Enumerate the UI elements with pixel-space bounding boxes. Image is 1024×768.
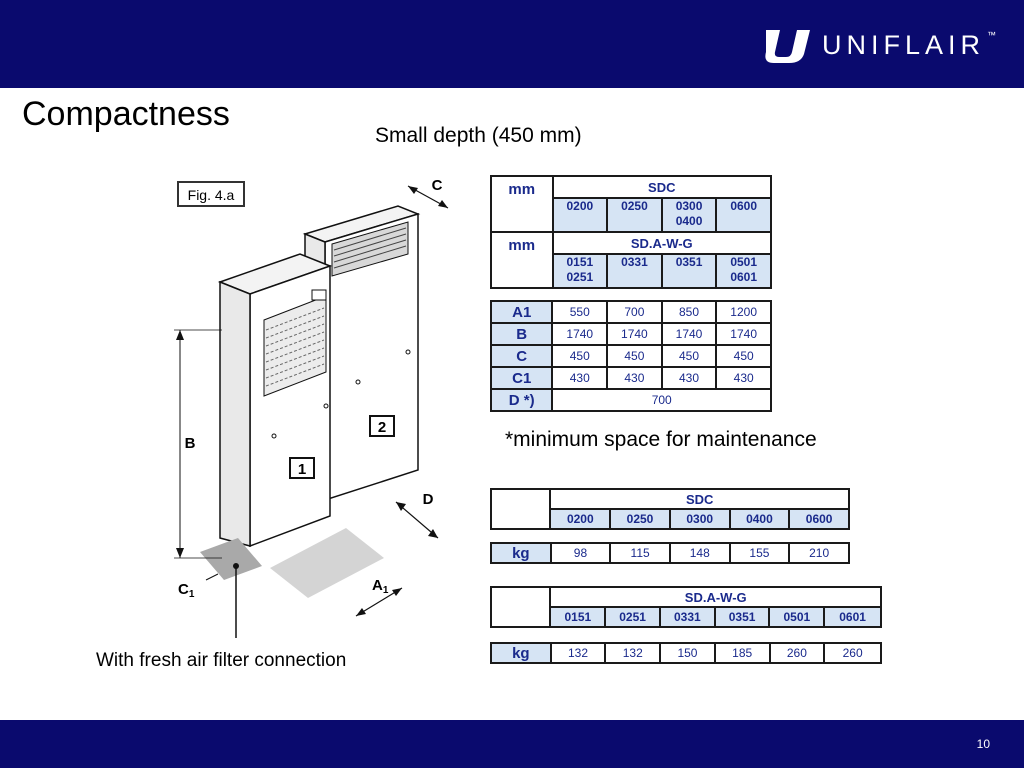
dim-c1-label: C1 <box>178 581 195 600</box>
sdaw-weight-table: kg 132 132 150 185 260 260 <box>490 642 882 664</box>
table-cell: 450 <box>660 344 718 368</box>
maintenance-note: *minimum space for maintenance <box>505 428 817 451</box>
sdc-weight-table: kg 98 115 148 155 210 <box>490 542 850 564</box>
dim-d-label: D <box>423 491 434 508</box>
figure-caption: With fresh air filter connection <box>96 650 347 671</box>
table-cell: 430 <box>715 366 772 390</box>
table-cell: 155 <box>728 542 791 564</box>
table-cell: 1200 <box>715 300 772 324</box>
sdaw-code: 0601 <box>823 606 882 628</box>
sdc-weight-header-table: SDC 0200 0250 0300 0400 0600 <box>489 488 850 530</box>
row-label: D *) <box>489 388 554 412</box>
dim-c-label: C <box>432 177 443 194</box>
footer-bar <box>0 720 1024 768</box>
dim-a1-label: A1 <box>372 577 389 596</box>
sdaw-code: 0501 0601 <box>715 253 772 289</box>
table-cell: 185 <box>713 642 771 664</box>
table-cell: 115 <box>609 542 671 564</box>
sdc-code: 0600 <box>788 508 850 530</box>
sdaw-code: 0351 <box>660 253 718 289</box>
table-cell: 1740 <box>551 322 609 346</box>
fig-label: Fig. 4.a <box>188 187 235 203</box>
row-label: C1 <box>489 366 554 390</box>
table-cell: 260 <box>768 642 826 664</box>
unit-2-label: 2 <box>378 419 386 436</box>
blank-cell <box>489 488 552 530</box>
sdc-header: SDC <box>551 175 773 199</box>
table-cell: 450 <box>551 344 609 368</box>
kg-label: kg <box>490 642 552 664</box>
uniflair-logo-icon <box>765 30 810 63</box>
dimension-table: mm SDC 0200 0250 0300 0400 0600 mm SD.A-… <box>490 175 773 289</box>
sdaw-code: 0501 <box>768 606 826 628</box>
sdc-code: 0400 <box>728 508 791 530</box>
sdaw-code: 0331 <box>658 606 716 628</box>
sdaw-code: 0151 0251 <box>551 253 609 289</box>
mm-header: mm <box>490 175 554 233</box>
slide-title: Compactness <box>22 95 230 133</box>
sdc-code: 0600 <box>715 197 772 233</box>
sdaw-header: SD.A-W-G <box>551 231 773 255</box>
unit-1-label: 1 <box>298 461 306 478</box>
table-cell: 98 <box>549 542 612 564</box>
dimension-values-table: A1 550 700 850 1200 B 1740 1740 1740 174… <box>489 300 772 412</box>
kg-label: kg <box>490 542 552 564</box>
table-cell: 430 <box>606 366 663 390</box>
table-cell: 550 <box>551 300 609 324</box>
mm-header: mm <box>490 231 554 289</box>
page-number: 10 <box>976 737 990 751</box>
table-cell: 1740 <box>715 322 772 346</box>
sdc-code: 0250 <box>606 197 663 233</box>
sdaw-code: 0251 <box>604 606 661 628</box>
table-cell: 700 <box>551 388 772 412</box>
sdc-code: 0200 <box>551 197 609 233</box>
row-label: B <box>489 322 554 346</box>
table-cell: 1740 <box>660 322 718 346</box>
table-cell: 150 <box>659 642 716 664</box>
sdc-code: 0200 <box>549 508 612 530</box>
sdc-code: 0300 0400 <box>660 197 718 233</box>
table-cell: 1740 <box>606 322 663 346</box>
sdc-code: 0300 <box>668 508 731 530</box>
table-cell: 450 <box>606 344 663 368</box>
sdc-weight-header: SDC <box>549 488 850 510</box>
row-label: A1 <box>489 300 554 324</box>
sdaw-code: 0351 <box>713 606 771 628</box>
unit-dimension-figure: Fig. 4.a 2 1 B <box>174 177 449 638</box>
sdaw-code: 0331 <box>606 253 663 289</box>
table-cell: 260 <box>823 642 882 664</box>
table-cell: 430 <box>660 366 718 390</box>
slide-subtitle: Small depth (450 mm) <box>375 124 582 147</box>
table-cell: 430 <box>551 366 609 390</box>
table-cell: 450 <box>715 344 772 368</box>
sdaw-weight-header-table: SD.A-W-G 0151 0251 0331 0351 0501 0601 <box>489 586 882 628</box>
table-cell: 700 <box>606 300 663 324</box>
sdaw-weight-header: SD.A-W-G <box>549 586 882 608</box>
dim-b-label: B <box>185 435 196 452</box>
blank-cell <box>489 586 552 628</box>
table-cell: 850 <box>660 300 718 324</box>
table-cell: 210 <box>788 542 850 564</box>
sdaw-code: 0151 <box>549 606 607 628</box>
sdc-code: 0250 <box>609 508 671 530</box>
row-label: C <box>489 344 554 368</box>
table-cell: 148 <box>668 542 731 564</box>
table-cell: 132 <box>604 642 662 664</box>
table-cell: 132 <box>549 642 607 664</box>
